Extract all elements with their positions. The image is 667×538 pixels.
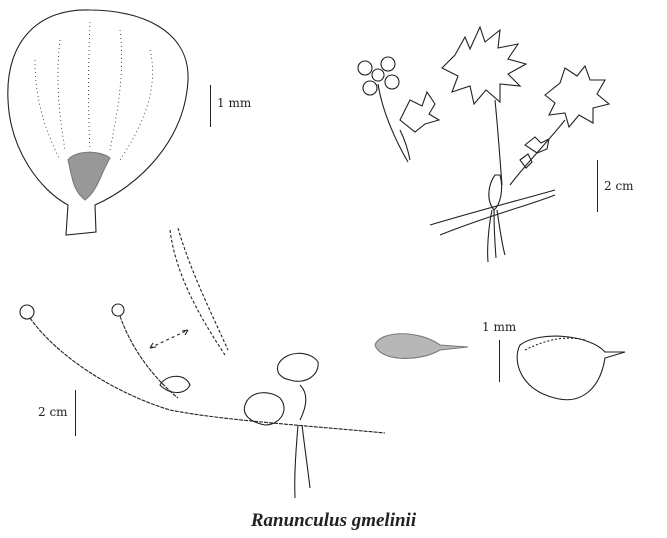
petal-drawing: [7, 9, 189, 236]
scale-label-upper-plant: 2 cm: [604, 179, 634, 193]
scale-label-petal: 1 mm: [217, 96, 252, 110]
lower-plant-drawing: [19, 303, 386, 499]
achene-drawing: [374, 333, 626, 401]
scale-bar-achene: [499, 340, 500, 382]
species-title: Ranunculus gmelinii: [250, 510, 417, 531]
scale-label-lower-plant: 2 cm: [38, 405, 68, 419]
flower-sprig-drawing: [357, 56, 441, 163]
scale-label-achene: 1 mm: [482, 320, 517, 334]
stem-hair-detail-drawing: [149, 227, 229, 356]
scale-bar-petal: [210, 85, 211, 127]
scale-bar-upper-plant: [597, 160, 598, 212]
scale-bar-lower-plant: [75, 390, 76, 436]
upper-plant-drawing: [429, 25, 611, 263]
